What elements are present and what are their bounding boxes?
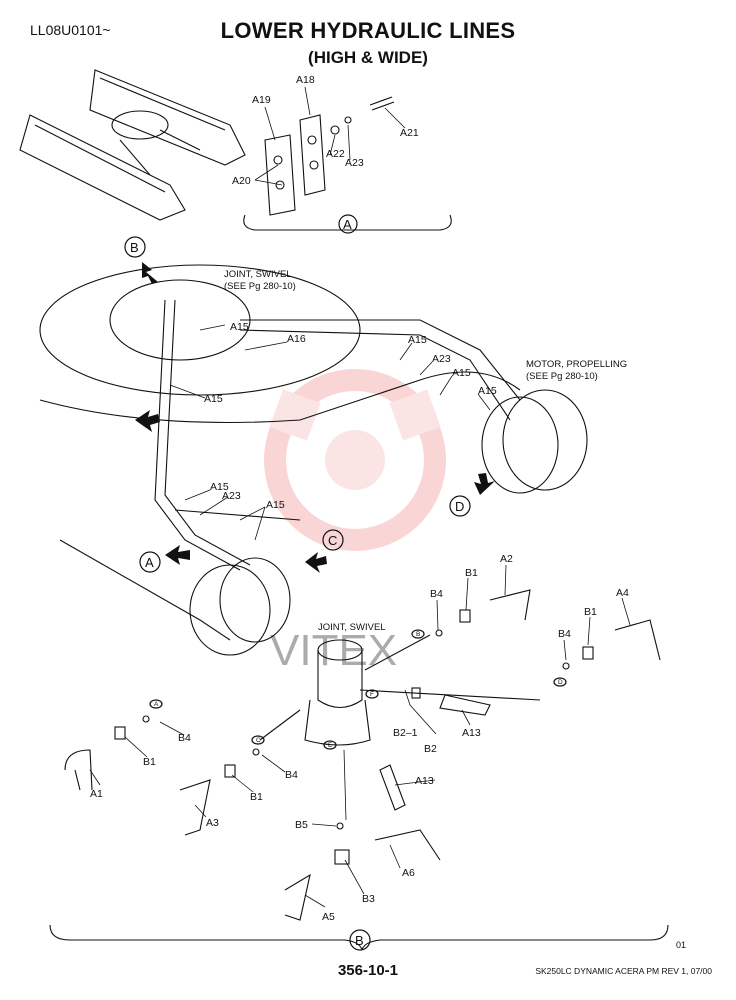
label-b1-far-right: B1 <box>584 606 597 618</box>
arrow-left-mid <box>135 410 160 432</box>
callout-b: B <box>130 240 139 255</box>
label-a23-upper: A23 <box>432 353 451 365</box>
note-joint-swivel-upper: JOINT, SWIVEL <box>224 269 292 280</box>
note-motor-ref: (SEE Pg 280-10) <box>526 371 598 382</box>
callout-a-small: A <box>154 701 159 708</box>
note-joint-swivel-upper-ref: (SEE Pg 280-10) <box>224 281 296 292</box>
main-assembly-illustration <box>39 264 588 656</box>
notes: JOINT, SWIVEL (SEE Pg 280-10) MOTOR, PRO… <box>224 269 627 633</box>
label-a15-lower: A15 <box>210 481 229 493</box>
arrow-a <box>165 545 190 565</box>
callouts <box>124 214 567 951</box>
undercarriage-overview-illustration <box>19 69 246 221</box>
label-a5: A5 <box>322 911 335 923</box>
label-a18: A18 <box>296 74 315 86</box>
label-a15-motor2: A15 <box>478 385 497 397</box>
label-a16: A16 <box>287 333 306 345</box>
label-a13-upper: A13 <box>462 727 481 739</box>
callout-a-top: A <box>343 217 352 232</box>
label-b2-1: B2–1 <box>393 727 418 739</box>
label-a1: A1 <box>90 788 103 800</box>
leader-lines <box>89 86 631 908</box>
label-b4-far-right: B4 <box>558 628 571 640</box>
page-number: 356-10-1 <box>337 962 399 979</box>
label-b4-left: B4 <box>178 732 191 744</box>
page-subtitle: (HIGH & WIDE) <box>308 48 428 67</box>
label-a23-lower: A23 <box>222 490 241 502</box>
label-b4-right: B4 <box>430 588 443 600</box>
revision-note: SK250LC DYNAMIC ACERA PM REV 1, 07/00 <box>535 966 712 976</box>
arrow-c <box>305 552 327 573</box>
callout-e-small: E <box>328 742 333 749</box>
label-a6: A6 <box>402 867 415 879</box>
label-a3: A3 <box>206 817 219 829</box>
swivel-joint-illustration <box>259 634 541 746</box>
part-labels: A19 A18 A21 A22 A23 A20 A15 A16 A15 A15 … <box>90 74 629 923</box>
label-a19: A19 <box>252 94 271 106</box>
label-b1-right: B1 <box>465 567 478 579</box>
label-b2: B2 <box>424 743 437 755</box>
label-a15-motor: A15 <box>452 367 471 379</box>
label-a20: A20 <box>232 175 251 187</box>
callout-c-small: C <box>256 737 261 744</box>
note-joint-swivel-lower: JOINT, SWIVEL <box>318 622 386 633</box>
callout-d-small: D <box>558 679 563 686</box>
label-a2: A2 <box>500 553 513 565</box>
label-b5: B5 <box>295 819 308 831</box>
label-a21: A21 <box>400 127 419 139</box>
arrow-b <box>142 262 158 284</box>
watermark-text: VITEX <box>270 626 397 675</box>
label-b4-mid: B4 <box>285 769 298 781</box>
direction-arrows <box>135 262 495 573</box>
label-a22: A22 <box>326 148 345 160</box>
arrow-d <box>474 473 495 495</box>
label-b1-left: B1 <box>143 756 156 768</box>
label-b3: B3 <box>362 893 375 905</box>
clamp-detail-a <box>243 96 452 231</box>
watermark-logo: VITEX <box>264 369 446 675</box>
label-a13-lower: A13 <box>415 775 434 787</box>
callout-f-small: F <box>370 691 374 698</box>
label-a15-lower2: A15 <box>266 499 285 511</box>
document-code: LL08U0101~ <box>30 22 111 38</box>
label-a15-left: A15 <box>204 393 223 405</box>
label-a23-detail: A23 <box>345 157 364 169</box>
note-motor: MOTOR, PROPELLING <box>526 359 627 370</box>
figure-index: 01 <box>676 940 687 950</box>
callout-letters: A B A C D B A C B D E F <box>130 217 563 948</box>
callout-c: C <box>328 533 337 548</box>
callout-a: A <box>145 555 154 570</box>
label-a15-swivel: A15 <box>230 321 249 333</box>
label-a15-upper: A15 <box>408 334 427 346</box>
callout-b-bottom: B <box>355 933 364 948</box>
label-b1-mid: B1 <box>250 791 263 803</box>
callout-b-small: B <box>416 631 420 638</box>
page-title: LOWER HYDRAULIC LINES <box>220 18 516 43</box>
label-a4: A4 <box>616 587 629 599</box>
callout-d: D <box>455 499 464 514</box>
